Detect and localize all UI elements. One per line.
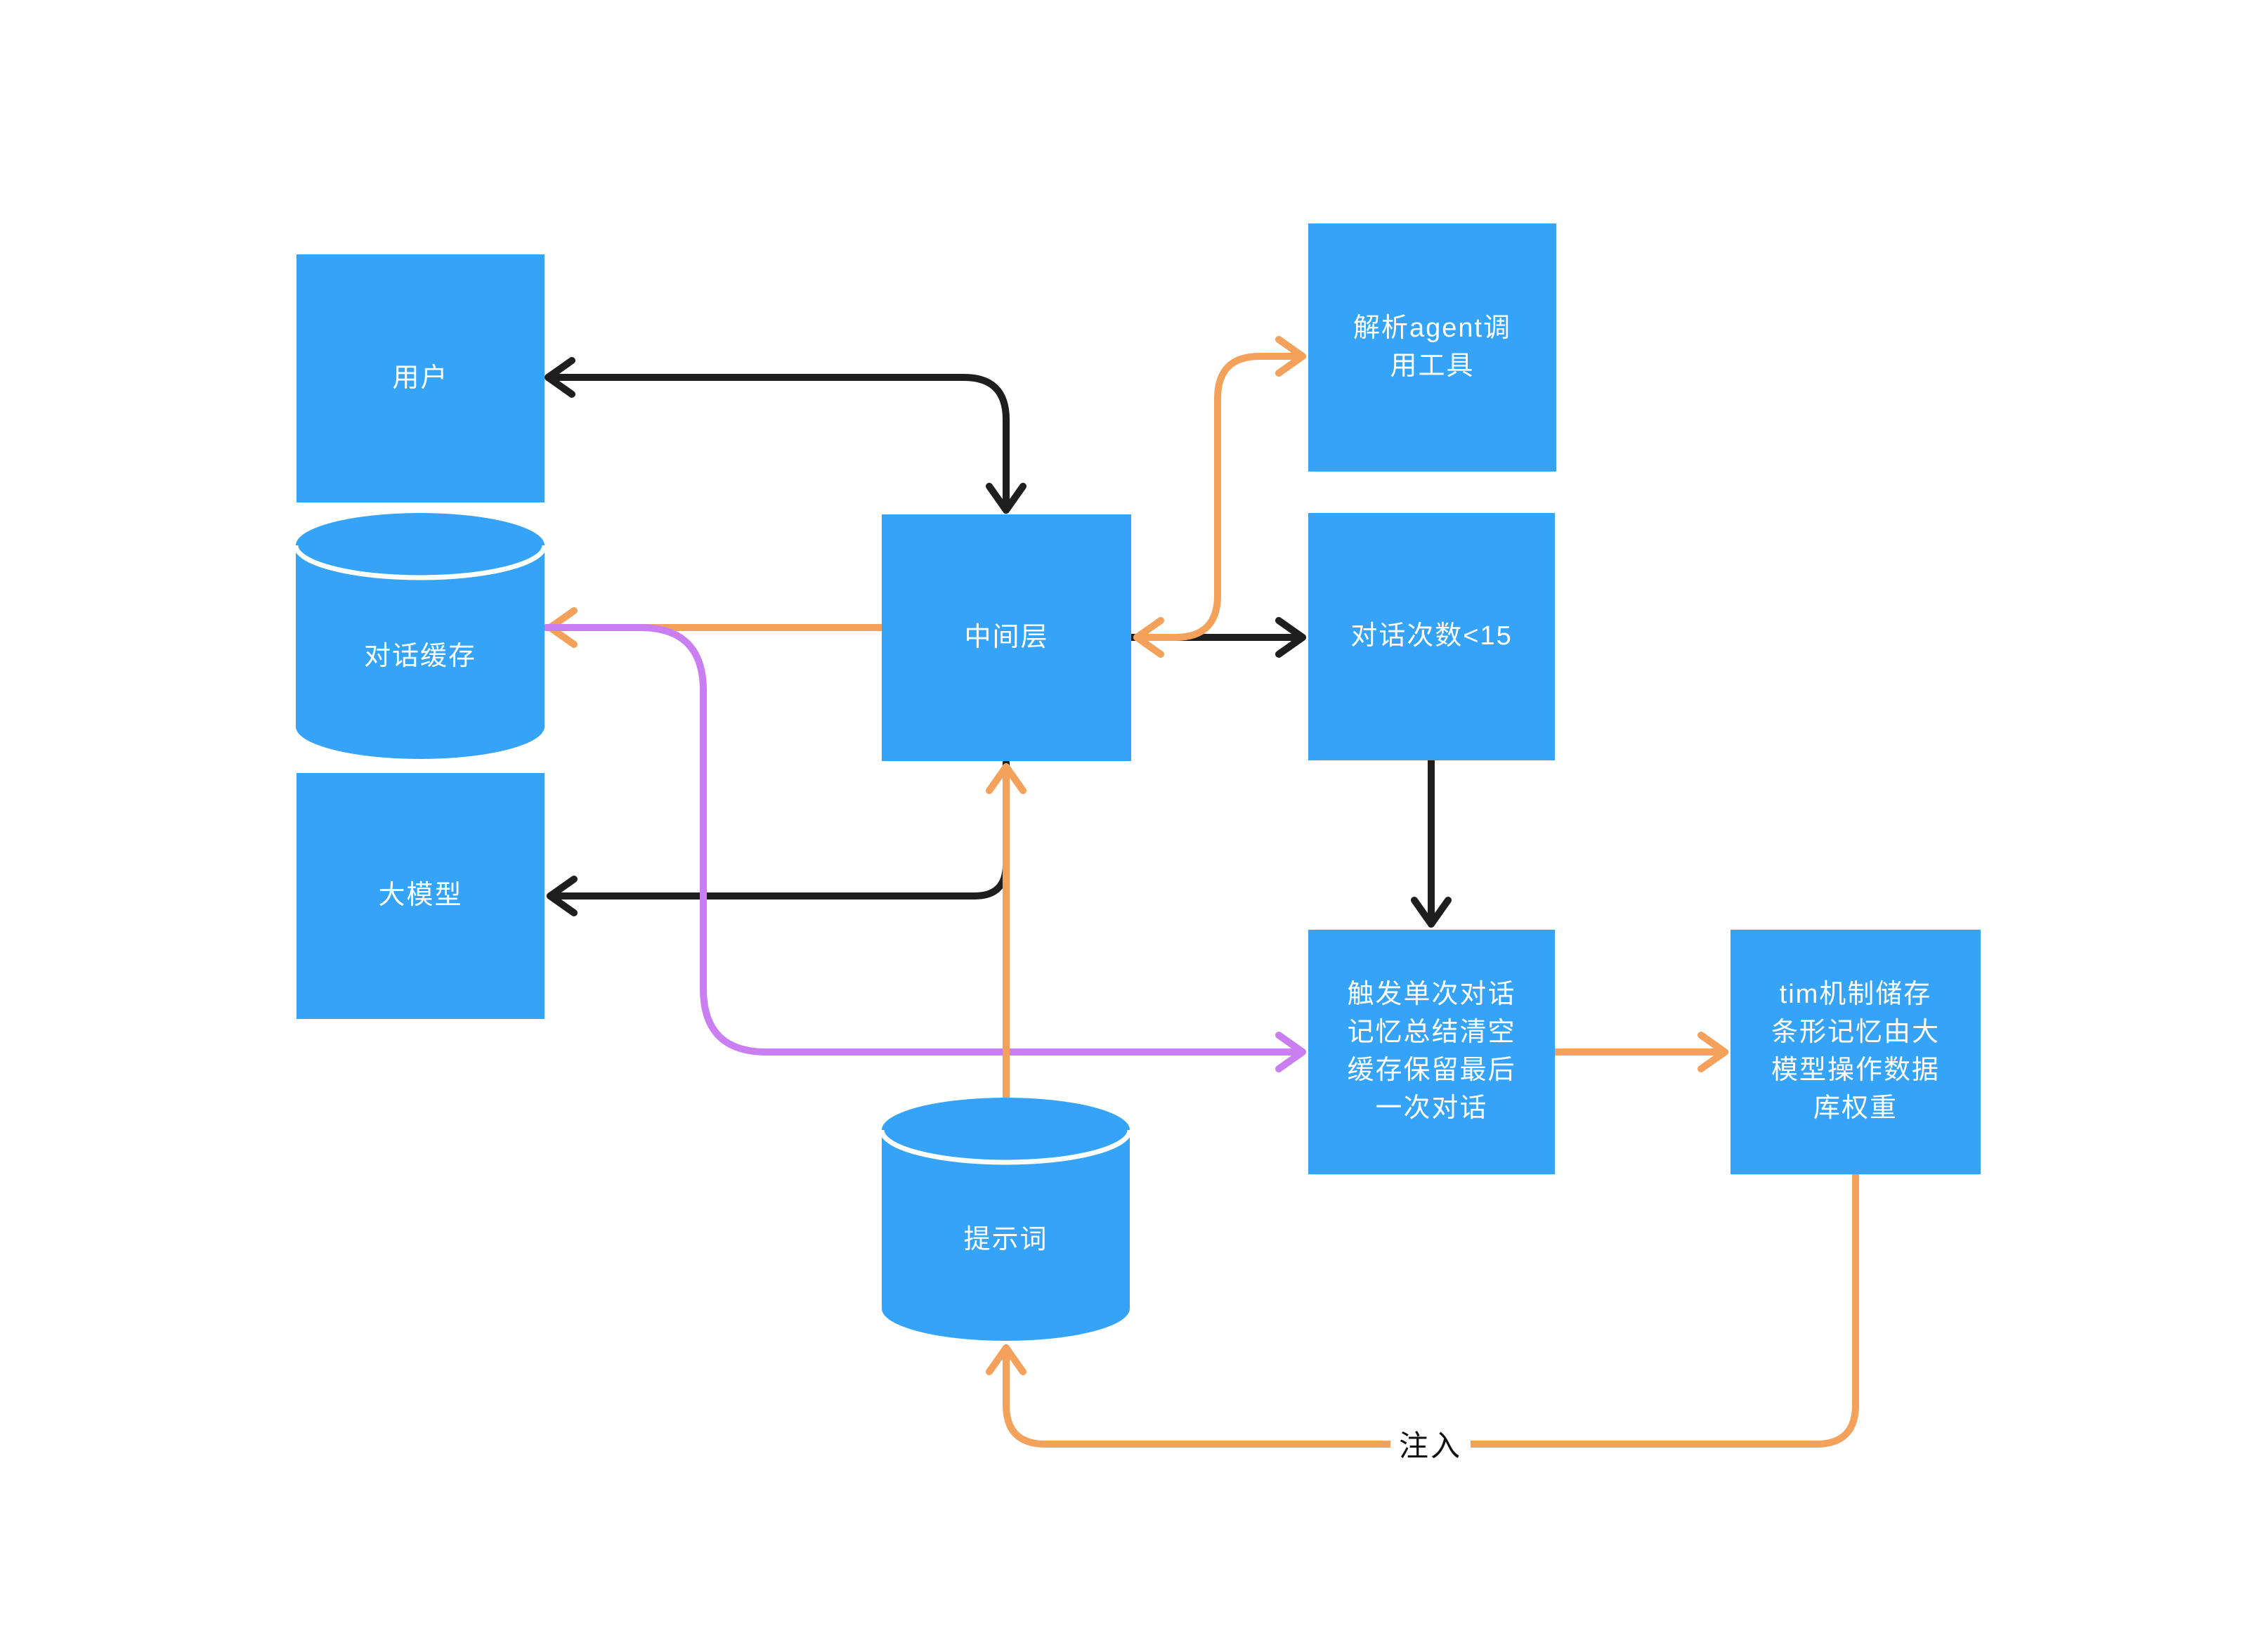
node-dialog-cache-label: 对话缓存 [363,642,476,672]
cylinder-shape [296,513,545,759]
node-user-label: 用户 [392,363,449,393]
edge-middle-parse[interactable] [1133,336,1306,658]
node-llm[interactable]: 大模型 [296,773,545,1019]
cylinder-shape [882,1098,1130,1341]
node-tim-mechanism[interactable]: tim机制储存 条形记忆由大 模型操作数据 库权重 [1731,930,1981,1174]
edge-middle-llm[interactable] [547,759,1010,916]
node-prompt-words-label: 提示词 [963,1225,1048,1255]
node-dialog-count-label: 对话次数<15 [1350,621,1513,651]
node-llm-label: 大模型 [378,881,463,911]
node-middle-layer[interactable]: 中间层 [882,514,1131,761]
edge-user-middle[interactable] [545,357,1027,514]
edge-label-inject: 注入 [1390,1420,1471,1467]
edge-cache-trigger[interactable] [542,624,1306,1072]
node-trigger-summary-label: 触发单次对话 记忆总结清空 缓存保留最后 一次对话 [1347,980,1516,1123]
node-dialog-count[interactable]: 对话次数<15 [1308,513,1555,760]
node-tim-mechanism-label: tim机制储存 条形记忆由大 模型操作数据 库权重 [1771,980,1940,1123]
edge-tim-prompt[interactable] [986,1171,1859,1448]
node-user[interactable]: 用户 [296,254,545,502]
node-parse-agent-tool-label: 解析agent调 用工具 [1353,313,1512,381]
node-parse-agent-tool[interactable]: 解析agent调 用工具 [1308,223,1556,472]
node-prompt-words[interactable]: 提示词 [882,1098,1130,1341]
node-dialog-cache[interactable]: 对话缓存 [296,513,545,759]
node-middle-layer-label: 中间层 [964,622,1049,652]
node-trigger-summary[interactable]: 触发单次对话 记忆总结清空 缓存保留最后 一次对话 [1308,930,1555,1174]
